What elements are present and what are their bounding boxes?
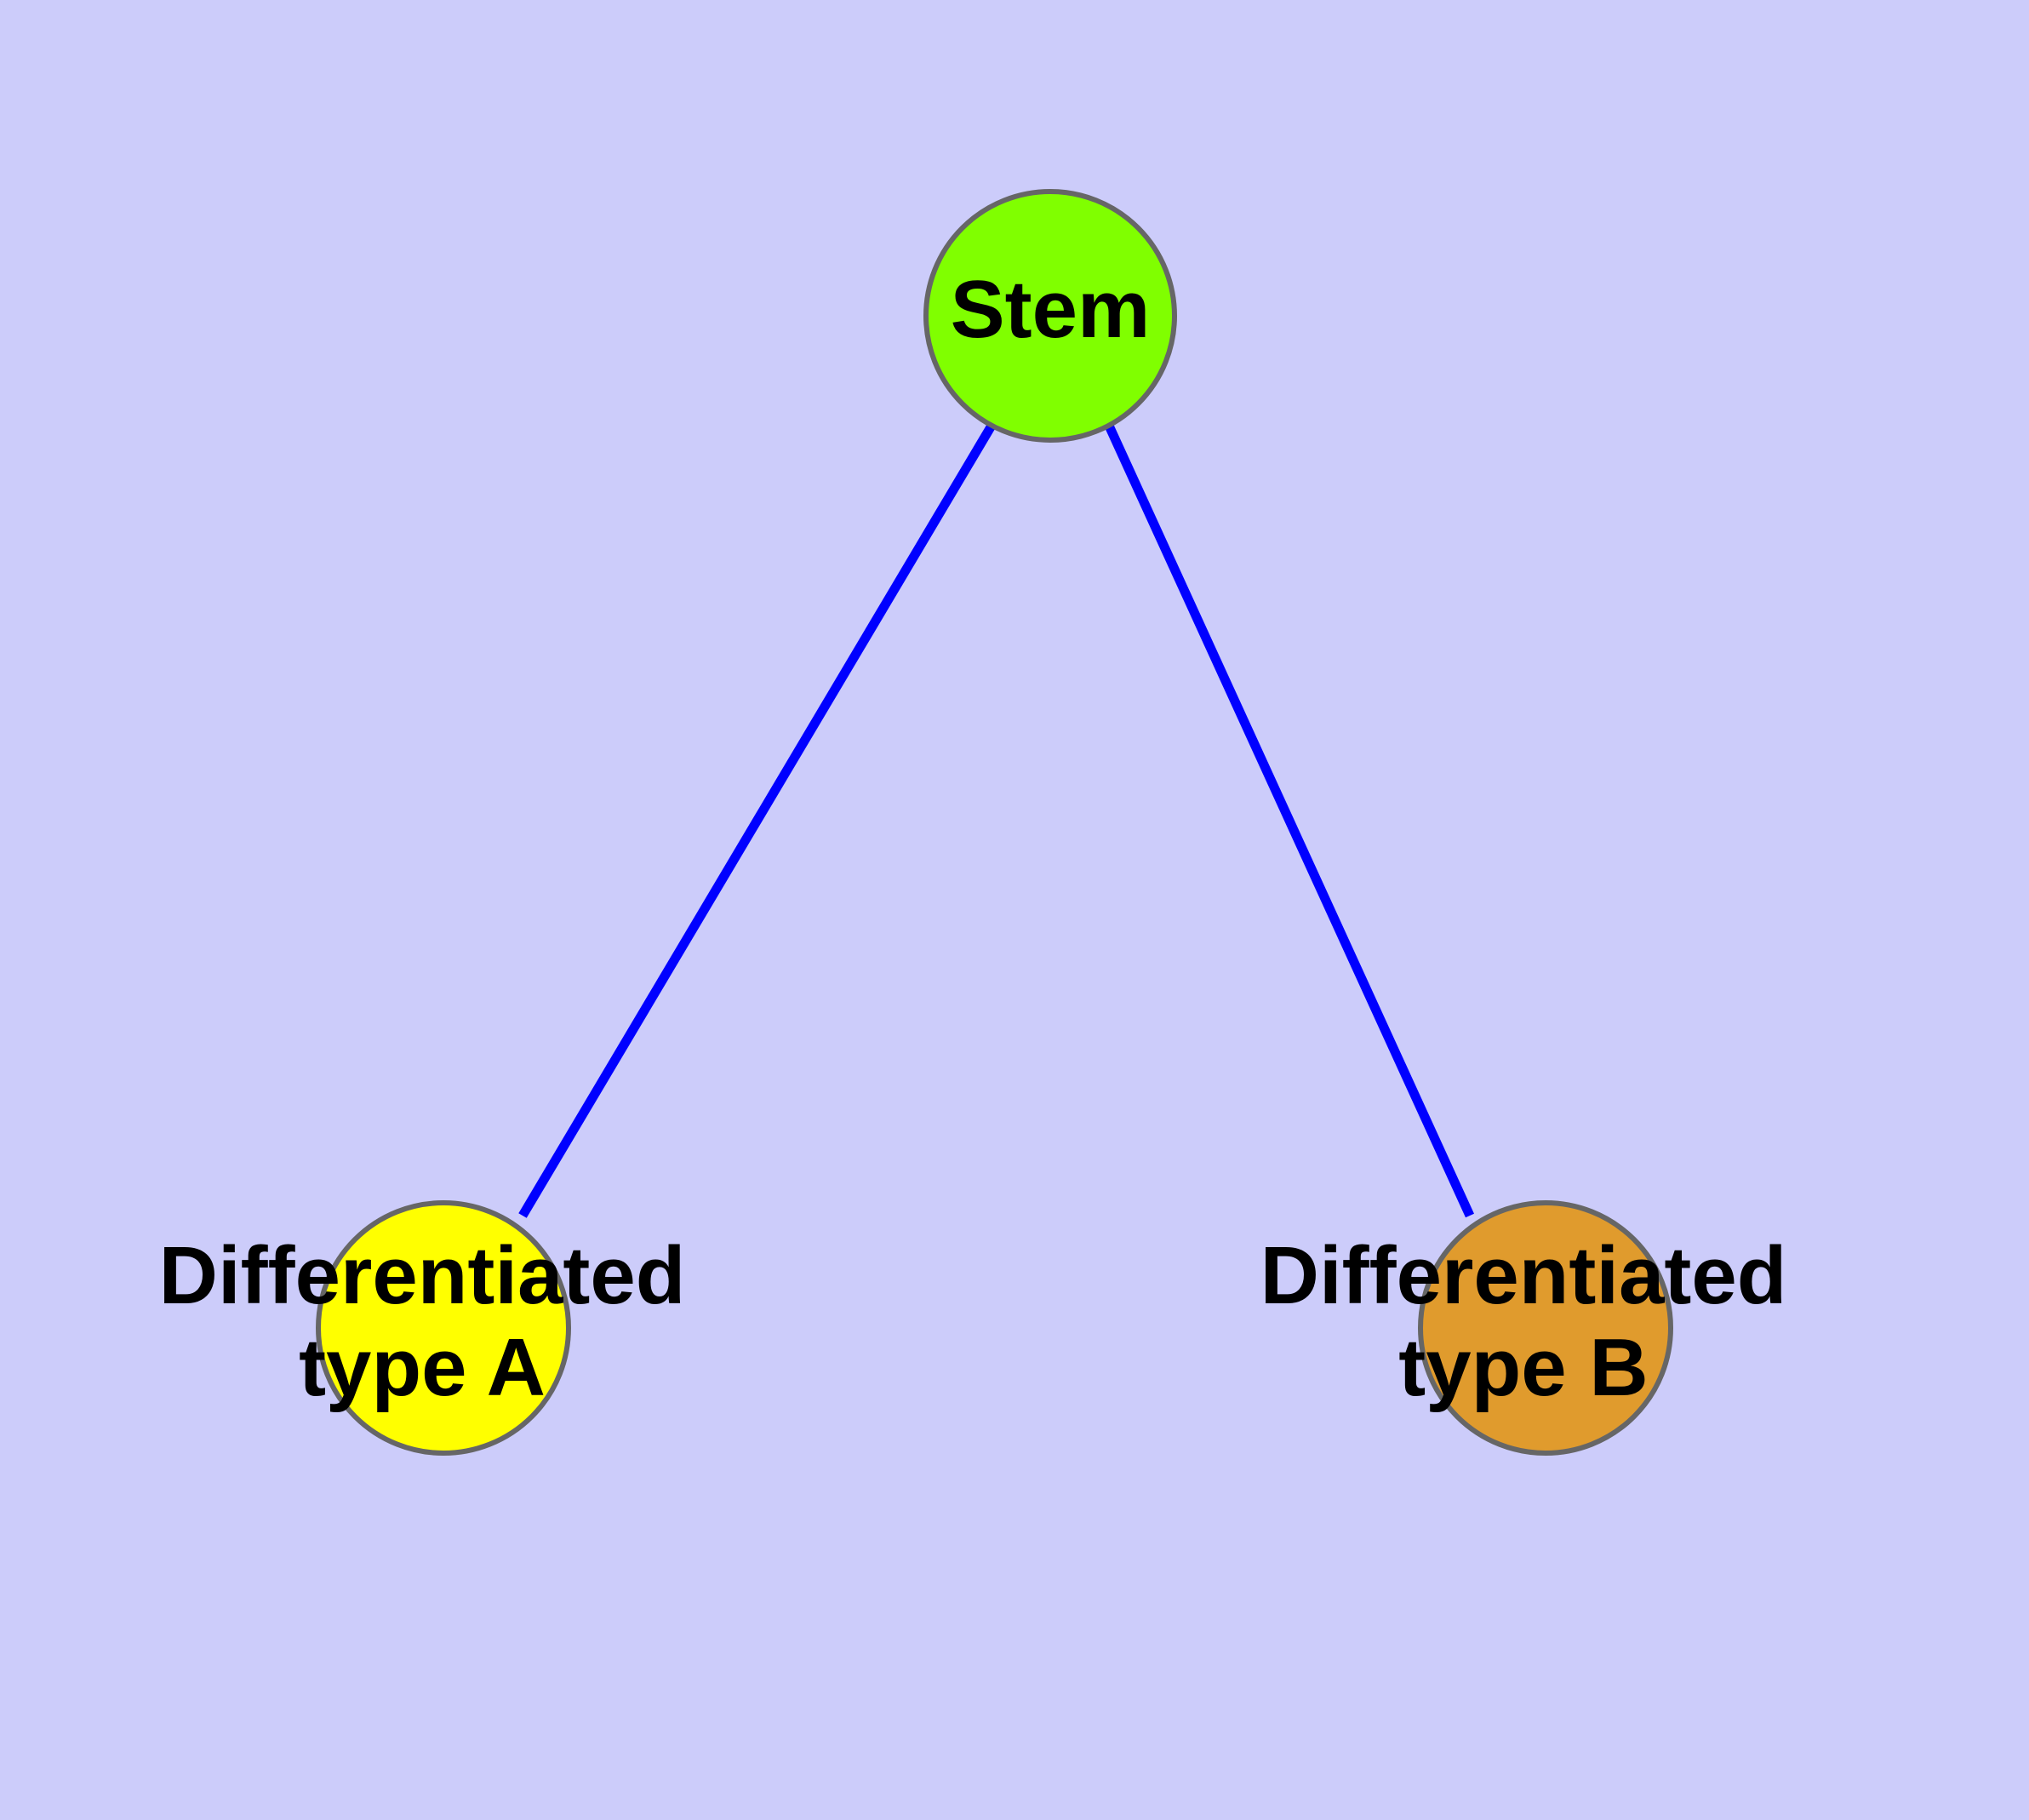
graph-node-stem[interactable] [923,189,1177,443]
edges-layer [518,423,1475,1218]
graph-edge-stem-to-a [518,423,996,1218]
graph-node-label-line: type B [1398,1322,1648,1413]
graph-node-label-line: type A [299,1322,546,1413]
graph-node-label-line: Stem [951,264,1151,355]
nodes-layer [316,189,1673,1456]
graph-node-label-line: Differentiated [159,1231,686,1322]
graph-node-label-stem: Stem [951,264,1151,355]
graph-node-diff-type-b[interactable] [1418,1200,1673,1456]
graph-node-label-line: Differentiated [1260,1231,1787,1322]
graph-edge-stem-to-b [1104,423,1475,1218]
graph-node-diff-type-a[interactable] [316,1200,571,1456]
